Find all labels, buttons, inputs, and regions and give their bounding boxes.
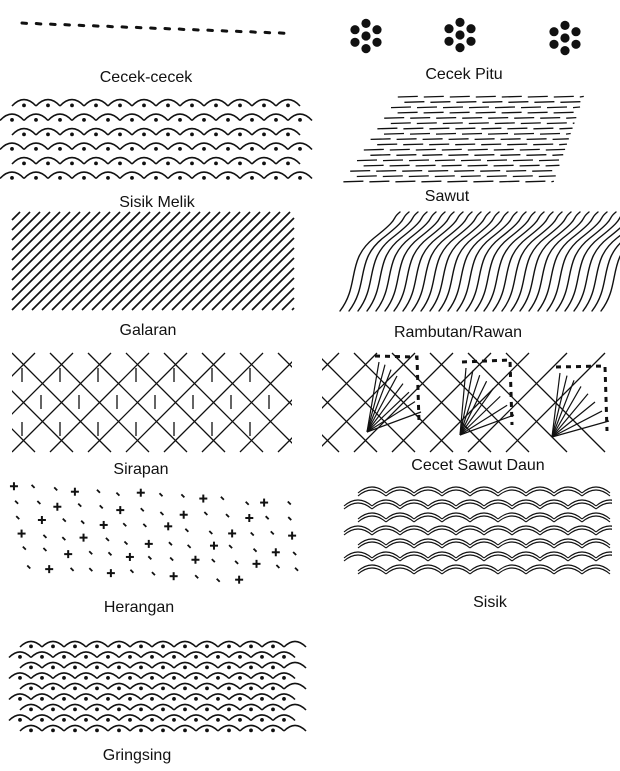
pattern-sirapan xyxy=(0,348,606,458)
label-herangan: Herangan xyxy=(104,599,174,616)
label-sisik-melik: Sisik Melik xyxy=(119,194,196,211)
pattern-cecek-pitu xyxy=(350,17,581,56)
label-cecet-sawut-daun: Cecet Sawut Daun xyxy=(411,457,544,474)
label-galaran: Galaran xyxy=(120,322,177,339)
label-rambutan-rawan: Rambutan/Rawan xyxy=(394,324,522,341)
pattern-cecek-cecek xyxy=(20,21,286,35)
pattern-galaran xyxy=(11,211,295,311)
pattern-sisik-melik xyxy=(0,98,313,180)
patterns-layer xyxy=(0,17,620,733)
label-sawut: Sawut xyxy=(425,188,470,205)
label-gringsing: Gringsing xyxy=(103,747,171,764)
pattern-rambutan-rawan xyxy=(339,211,620,312)
label-sirapan: Sirapan xyxy=(113,461,168,478)
pattern-sawut xyxy=(343,95,584,183)
pattern-gringsing xyxy=(8,640,307,733)
label-sisik: Sisik xyxy=(473,594,508,611)
pattern-cecet-sawut-daun xyxy=(366,354,610,438)
label-cecek-pitu: Cecek Pitu xyxy=(425,66,502,83)
label-cecek-cecek: Cecek-cecek xyxy=(100,69,193,86)
pattern-herangan xyxy=(9,482,299,584)
pattern-sisik xyxy=(343,480,620,590)
